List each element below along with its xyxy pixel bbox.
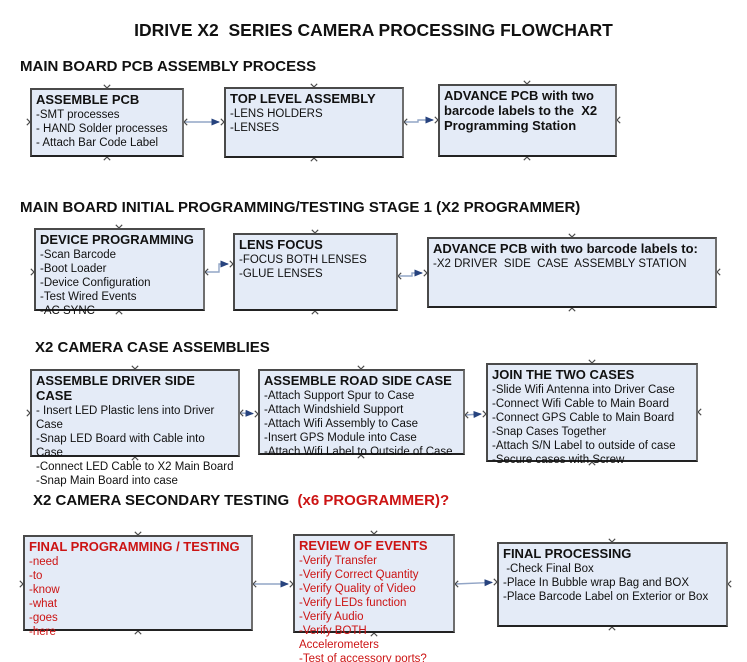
box-item-line: -Verify Quality of Video xyxy=(299,583,416,595)
flow-box-assemble-pcb: ASSEMBLE PCB -SMT processes - HAND Solder… xyxy=(30,88,184,157)
box-item-line: -Insert GPS Module into Case xyxy=(264,432,417,444)
box-item-line: -AC SYNC xyxy=(40,305,95,317)
box-item-line: -Attach Support Spur to Case xyxy=(264,390,415,402)
flow-box-join-the-two-cases: JOIN THE TWO CASES -Slide Wifi Antenna i… xyxy=(486,363,698,466)
box-item-line: -Attach S/N Label to outside of case xyxy=(492,440,676,452)
section-heading-secondary-testing: X2 CAMERA SECONDARY TESTING (x6 PROGRAMM… xyxy=(33,492,449,509)
box-title: ASSEMBLE ROAD SIDE CASE xyxy=(264,373,452,388)
box-item-line: -know xyxy=(29,584,60,596)
box-items: -Attach Support Spur to Case -Attach Wind… xyxy=(264,389,459,459)
box-item-line: -LENSES xyxy=(230,122,280,134)
box-title: JOIN THE TWO CASES xyxy=(492,367,635,382)
section-heading-initial-programming: MAIN BOARD INITIAL PROGRAMMING/TESTING S… xyxy=(20,199,581,216)
box-item-line: -Place In Bubble wrap Bag and BOX xyxy=(503,577,690,589)
flow-box-lens-focus: LENS FOCUS -FOCUS BOTH LENSES -GLUE LENSE… xyxy=(233,233,398,311)
box-title: ADVANCE PCB with two barcode labels to t… xyxy=(444,88,601,133)
heading-black-part: X2 CAMERA SECONDARY TESTING xyxy=(33,492,298,509)
box-item-line: -need xyxy=(29,556,59,568)
box-item-line: - HAND Solder processes xyxy=(36,123,168,135)
flow-box-assemble-road-side-case: ASSEMBLE ROAD SIDE CASE -Attach Support … xyxy=(258,369,465,458)
box-title: ADVANCE PCB with two barcode labels to: xyxy=(433,241,698,256)
box-title: DEVICE PROGRAMMING xyxy=(40,232,194,247)
box-item-line: -LENS HOLDERS xyxy=(230,108,323,120)
box-item-line: -Verify BOTH Accelerometers xyxy=(299,625,379,651)
box-title: FINAL PROGRAMMING / TESTING xyxy=(29,539,240,554)
flow-box-advance-pcb-driver-side-station: ADVANCE PCB with two barcode labels to: … xyxy=(427,237,717,308)
box-items: -need -to -know -what -goes -here xyxy=(29,555,247,639)
flow-box-review-of-events: REVIEW OF EVENTS -Verify Transfer-Verify… xyxy=(293,534,455,662)
box-items: -Verify Transfer -Verify Correct Quantity… xyxy=(299,554,449,662)
box-item-line: -X2 DRIVER SIDE CASE ASSEMBLY STATION xyxy=(433,258,687,270)
box-item-line: -Connect GPS Cable to Main Board xyxy=(492,412,675,424)
box-item-line: -SMT processes xyxy=(36,109,120,121)
flow-box-final-processing: FINAL PROCESSING -Check Final Box -Place … xyxy=(497,542,728,627)
box-item-line: -Connect LED Cable to X2 Main Board xyxy=(36,461,234,473)
heading-red-part: (x6 PROGRAMMER)? xyxy=(297,492,450,509)
box-item-line: -to xyxy=(29,570,43,582)
box-item-line: -Attach Wifi Assembly to Case xyxy=(264,418,419,430)
box-item-line: -Snap Main Board into case xyxy=(36,475,178,487)
box-item-line: -Connect Wifi Cable to Main Board xyxy=(492,398,670,410)
box-title: TOP LEVEL ASSEMBLY xyxy=(230,91,376,106)
box-title: FINAL PROCESSING xyxy=(503,546,632,561)
flow-box-final-programming-testing: FINAL PROGRAMMING / TESTING -need -to -kno… xyxy=(23,535,253,638)
box-item-line: -FOCUS BOTH LENSES xyxy=(239,254,367,266)
flow-box-device-programming: DEVICE PROGRAMMING -Scan Barcode -Boot Lo… xyxy=(34,228,205,317)
flow-box-advance-pcb-programming-station: ADVANCE PCB with two barcode labels to t… xyxy=(438,84,617,157)
box-item-line: -Scan Barcode xyxy=(40,249,117,261)
box-item-line: - Attach Bar Code Label xyxy=(36,137,159,149)
section-heading-pcb-assembly: MAIN BOARD PCB ASSEMBLY PROCESS xyxy=(20,58,317,75)
box-item-line: -Attach Wifi Label to Outside of Case xyxy=(264,446,453,458)
box-item-line: -Snap LED Board with Cable into Case xyxy=(36,433,208,459)
box-title: LENS FOCUS xyxy=(239,237,323,252)
box-item-line: -Verify Audio xyxy=(299,611,364,623)
box-item-line: -Slide Wifi Antenna into Driver Case xyxy=(492,384,675,396)
page-title: IDRIVE X2 SERIES CAMERA PROCESSING FLOWC… xyxy=(134,20,613,40)
box-item-line: -GLUE LENSES xyxy=(239,268,323,280)
box-items: -X2 DRIVER SIDE CASE ASSEMBLY STATION xyxy=(433,257,711,271)
section-heading-case-assemblies: X2 CAMERA CASE ASSEMBLIES xyxy=(35,339,270,356)
box-item-line: -Snap Cases Together xyxy=(492,426,607,438)
box-item-line: -Verify LEDs function xyxy=(299,597,407,609)
box-title: ASSEMBLE PCB xyxy=(36,92,140,107)
flow-box-assemble-driver-side-case: ASSEMBLE DRIVER SIDE CASE - Insert LED P… xyxy=(30,369,240,487)
box-items: -Slide Wifi Antenna into Driver Case -Con… xyxy=(492,383,692,467)
box-items: - Insert LED Plastic lens into Driver Ca… xyxy=(36,404,234,488)
box-items: -SMT processes - HAND Solder processes - A… xyxy=(36,108,178,150)
box-item-line: -Attach Windshield Support xyxy=(264,404,404,416)
box-item-line: -Verify Correct Quantity xyxy=(299,569,419,581)
box-item-line: -Check Final Box xyxy=(503,563,594,575)
flow-box-top-level-assembly: TOP LEVEL ASSEMBLY -LENS HOLDERS -LENSES xyxy=(224,87,404,158)
box-items: -LENS HOLDERS -LENSES xyxy=(230,107,398,135)
box-title: ASSEMBLE DRIVER SIDE CASE xyxy=(36,373,199,403)
box-item-line: -here xyxy=(29,626,56,638)
box-item-line: -Device Configuration xyxy=(40,277,151,289)
box-items: -Check Final Box -Place In Bubble wrap Ba… xyxy=(503,562,722,604)
box-item-line: - Insert LED Plastic lens into Driver Ca… xyxy=(36,405,218,431)
box-item-line: -goes xyxy=(29,612,58,624)
box-item-line: -Secure cases with Screw xyxy=(492,454,625,466)
box-item-line: -Test Wired Events xyxy=(40,291,137,303)
box-items: -FOCUS BOTH LENSES -GLUE LENSES xyxy=(239,253,392,281)
box-items: -Scan Barcode -Boot Loader -Device Configu… xyxy=(40,248,199,318)
box-item-line: -Place Barcode Label on Exterior or Box xyxy=(503,591,709,603)
box-item-line: -Verify Transfer xyxy=(299,555,377,567)
box-title: REVIEW OF EVENTS xyxy=(299,538,428,553)
box-item-line: -what xyxy=(29,598,58,610)
box-item-line: -Boot Loader xyxy=(40,263,107,275)
box-item-line: -Test of accessory ports? xyxy=(299,653,427,662)
